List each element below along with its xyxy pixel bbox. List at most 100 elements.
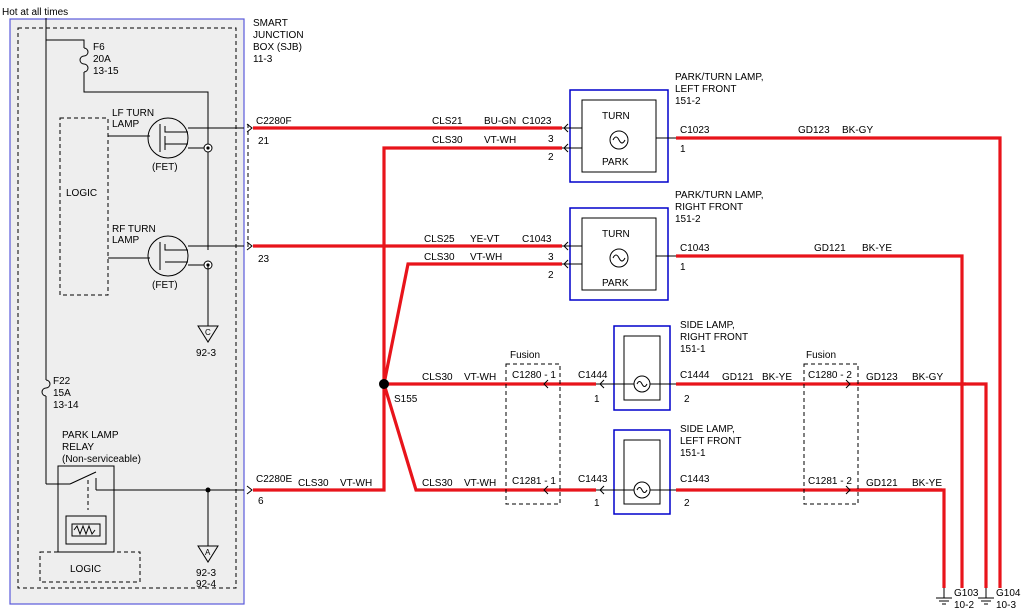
rf-side-title-1: SIDE LAMP, — [680, 320, 735, 331]
f6-label: F6 — [93, 42, 105, 53]
relay-logic-label: LOGIC — [70, 564, 101, 575]
rf-turn-label-2: LAMP — [112, 235, 140, 246]
lf-pin-1: 1 — [680, 144, 686, 155]
g103-page: 10-2 — [954, 600, 974, 611]
w5-circuit: CLS30 — [422, 372, 453, 383]
lf-pt-title-2: LEFT FRONT — [675, 84, 736, 95]
w4-color: VT-WH — [470, 252, 502, 263]
lf-pt-title-3: 151-2 — [675, 96, 701, 107]
c1280-1-label: C1280 - 1 — [512, 370, 556, 381]
rf-turn-label-1: RF TURN — [112, 224, 156, 235]
c1281-2-label: C1281 - 2 — [808, 476, 852, 487]
c1443-right: C1443 — [680, 474, 710, 485]
g1-color: BK-GY — [842, 125, 873, 136]
f6-page: 13-15 — [93, 66, 119, 77]
rf-pt-title-2: RIGHT FRONT — [675, 202, 743, 213]
w3-circuit: CLS25 — [424, 234, 455, 245]
ground-g104: G104 10-3 — [978, 588, 1021, 611]
g103-label: G103 — [954, 588, 979, 599]
pin-23: 23 — [258, 254, 270, 265]
pin-21: 21 — [258, 136, 270, 147]
lf-turn-text: TURN — [602, 111, 630, 122]
wire-labels: CLS21 BU-GN C1023 CLS30 VT-WH CLS25 YE-V… — [298, 116, 892, 489]
ground-c-page: 92-3 — [196, 348, 216, 359]
rf-pt-title-1: PARK/TURN LAMP, — [675, 190, 764, 201]
lf-side-title-1: SIDE LAMP, — [680, 424, 735, 435]
lf-pin-2: 2 — [548, 152, 554, 163]
rf-side-title-2: RIGHT FRONT — [680, 332, 748, 343]
rf-side-bkye: BK-YE — [762, 372, 792, 383]
side-lamp-right-front: SIDE LAMP, RIGHT FRONT 151-1 C1444 C1444… — [578, 320, 748, 411]
lf-pin-3: 3 — [548, 134, 554, 145]
lf-turn-fet: LF TURN LAMP (FET) — [112, 108, 244, 173]
pin-6: 6 — [258, 496, 264, 507]
lf-pt-title-1: PARK/TURN LAMP, — [675, 72, 764, 83]
rf-pin-2: 2 — [548, 270, 554, 281]
ground-a-page-1: 92-3 — [196, 568, 216, 579]
rf-park-text: PARK — [602, 278, 629, 289]
fusion-right-label: Fusion — [806, 350, 836, 361]
lf-turn-label-2: LAMP — [112, 119, 140, 130]
g104-page: 10-3 — [996, 600, 1016, 611]
park-lamp-relay: PARK LAMP RELAY (Non-serviceable) A 92-3… — [46, 430, 244, 590]
fusion-right: Fusion C1280 - 2 C1281 - 2 GD121 BK-YE G… — [722, 350, 943, 505]
turn-logic-label: LOGIC — [66, 188, 97, 199]
w2-circuit: CLS30 — [432, 135, 463, 146]
g104-label: G104 — [996, 588, 1021, 599]
rf-side-pin-2: 2 — [684, 394, 690, 405]
c1280-2-label: C1280 - 2 — [808, 370, 852, 381]
lf-side-pin-2: 2 — [684, 498, 690, 509]
rf-turn-fet: RF TURN LAMP (FET) — [112, 224, 244, 291]
turn-logic-module: LOGIC — [59, 117, 150, 296]
rf-pin-1: 1 — [680, 262, 686, 273]
relay-label-2: RELAY — [62, 442, 94, 453]
c2280e-label: C2280E — [256, 474, 292, 485]
rf-side-gd121: GD121 — [722, 372, 754, 383]
w5-color: VT-WH — [464, 372, 496, 383]
g1-circuit: GD123 — [798, 125, 830, 136]
park-turn-lamp-right-front: PARK/TURN LAMP, RIGHT FRONT 151-2 TURN P… — [548, 190, 764, 301]
w7-circuit: CLS30 — [298, 478, 329, 489]
f22-page: 13-14 — [53, 400, 79, 411]
lf-fet-label: (FET) — [152, 162, 178, 173]
lf-side-pin-1: 1 — [594, 498, 600, 509]
w1-circuit: CLS21 — [432, 116, 463, 127]
w3-color: YE-VT — [470, 234, 499, 245]
w2-color: VT-WH — [484, 135, 516, 146]
splice-s155: S155 — [379, 379, 418, 405]
s155-label: S155 — [394, 394, 418, 405]
lf-side-title-2: LEFT FRONT — [680, 436, 741, 447]
g2-circuit: GD121 — [814, 243, 846, 254]
c1281-1-label: C1281 - 1 — [512, 476, 556, 487]
sjb-title-2: JUNCTION — [253, 30, 304, 41]
sjb-title-page: 11-3 — [253, 54, 273, 65]
sjb-title-3: BOX (SJB) — [253, 42, 302, 53]
park-turn-lamp-left-front: PARK/TURN LAMP, LEFT FRONT 151-2 TURN PA… — [548, 72, 764, 183]
c1444-left: C1444 — [578, 370, 608, 381]
relay-label-1: PARK LAMP — [62, 430, 119, 441]
hot-label: Hot at all times — [2, 7, 68, 18]
lf-turn-label-1: LF TURN — [112, 108, 154, 119]
fusion-left: Fusion C1280 - 1 C1281 - 1 — [505, 350, 561, 505]
red-wires — [253, 126, 1002, 588]
power-feed: Hot at all times F6 20A 13-15 F22 15A 13… — [2, 7, 209, 484]
ground-a-page-2: 92-4 — [196, 579, 216, 590]
fusion-gd123: GD123 — [866, 372, 898, 383]
c2280f-label: C2280F — [256, 116, 292, 127]
rf-side-title-3: 151-1 — [680, 344, 706, 355]
ground-a-letter: A — [205, 548, 211, 557]
rf-side-pin-1: 1 — [594, 394, 600, 405]
c1444-right: C1444 — [680, 370, 710, 381]
relay-logic-module: LOGIC — [39, 551, 141, 583]
f22-label: F22 — [53, 376, 71, 387]
rf-pin-3: 3 — [548, 252, 554, 263]
w3-connector: C1043 — [522, 234, 552, 245]
smart-junction-box: SMART JUNCTION BOX (SJB) 11-3 — [9, 18, 304, 605]
w1-connector: C1023 — [522, 116, 552, 127]
g2-connector: C1043 — [680, 243, 710, 254]
f22-amps: 15A — [53, 388, 71, 399]
lf-park-text: PARK — [602, 157, 629, 168]
fusion-gd121: GD121 — [866, 478, 898, 489]
w6-circuit: CLS30 — [422, 478, 453, 489]
